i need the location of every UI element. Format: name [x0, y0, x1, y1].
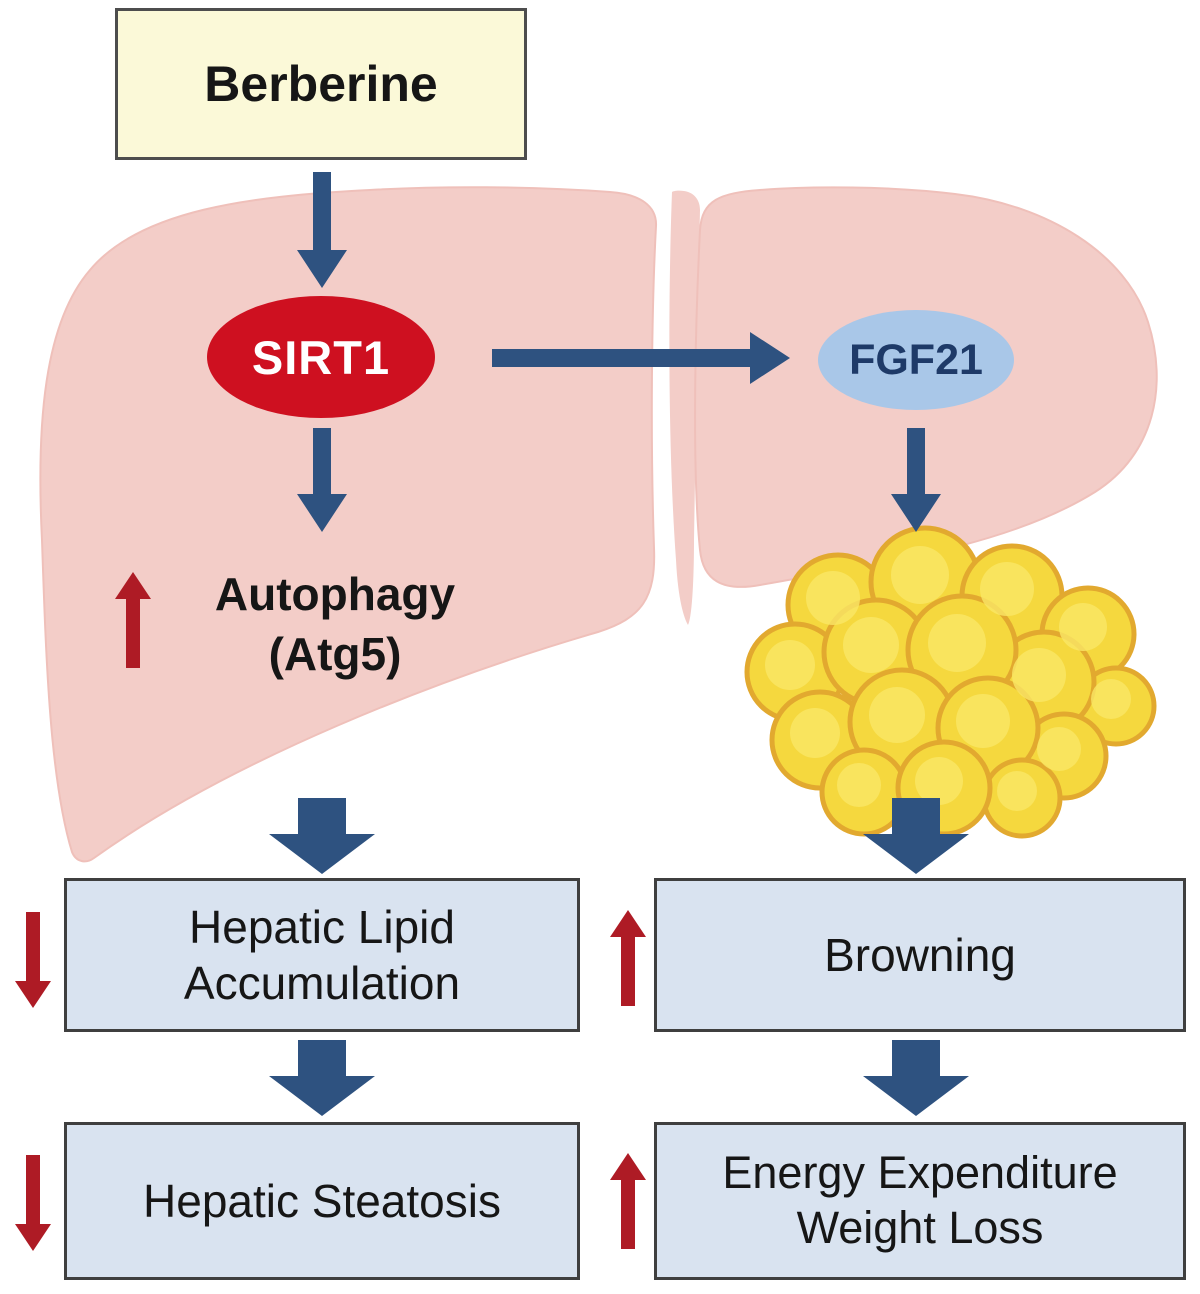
- autophagy-line1: Autophagy: [214, 568, 456, 621]
- browning-label: Browning: [824, 928, 1016, 981]
- hepatic-lipid-line1: Hepatic Lipid: [189, 900, 455, 953]
- arrow-sirt1-to-autophagy-icon: [297, 428, 347, 532]
- liver-icon: [39, 186, 658, 863]
- fgf21-node: FGF21: [818, 310, 1014, 410]
- arrow-sirt1-to-fgf21-icon: [492, 332, 790, 384]
- block-arrow-hepatic-lipid-to-steatosis-icon: [269, 1040, 375, 1116]
- energy-line2: Weight Loss: [796, 1202, 1044, 1253]
- autophagy-label: Autophagy (Atg5): [165, 560, 505, 690]
- sirt1-node: SIRT1: [207, 296, 435, 418]
- arrow-fgf21-to-adipocytes-icon: [891, 428, 941, 532]
- autophagy-line2: (Atg5): [268, 628, 402, 680]
- browning-box: Browning: [654, 878, 1186, 1032]
- berberine-box: Berberine: [115, 8, 527, 160]
- red-up-arrow-energy-icon: [610, 1153, 646, 1249]
- hepatic-lipid-line2: Accumulation: [183, 957, 461, 1009]
- red-up-arrow-browning-icon: [610, 910, 646, 1006]
- energy-line1: Energy Expenditure: [722, 1147, 1118, 1199]
- hepatic-steatosis-box: Hepatic Steatosis: [64, 1122, 580, 1280]
- adipocyte-cluster-icon: [744, 525, 1157, 839]
- sirt1-label: SIRT1: [251, 330, 391, 384]
- arrow-berberine-to-sirt1-icon: [297, 172, 347, 288]
- block-arrow-adipocytes-to-browning-icon: [863, 798, 969, 874]
- fgf21-label: FGF21: [849, 335, 983, 384]
- energy-expenditure-box: Energy Expenditure Weight Loss: [654, 1122, 1186, 1280]
- red-down-arrow-hepatic-lipid-icon: [15, 912, 51, 1008]
- hepatic-lipid-accumulation-box: Hepatic Lipid Accumulation: [64, 878, 580, 1032]
- adipocyte-highlights: [765, 546, 1131, 811]
- hepatic-steatosis-label: Hepatic Steatosis: [143, 1174, 501, 1227]
- block-arrow-autophagy-to-hepatic-lipid-icon: [269, 798, 375, 874]
- red-down-arrow-steatosis-icon: [15, 1155, 51, 1251]
- liver-ligament-strip: [669, 190, 700, 625]
- block-arrow-browning-to-energy-icon: [863, 1040, 969, 1116]
- red-up-arrow-autophagy-icon: [115, 572, 151, 668]
- berberine-label: Berberine: [204, 56, 438, 112]
